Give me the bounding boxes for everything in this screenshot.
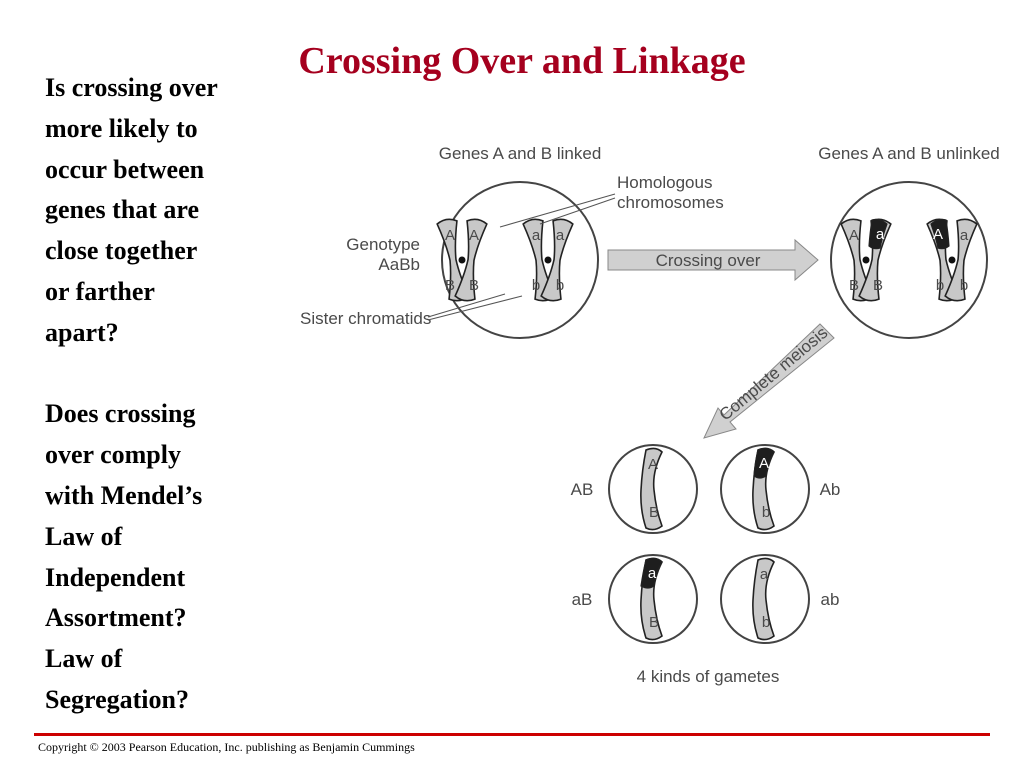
copyright-footer: Copyright © 2003 Pearson Education, Inc.…	[38, 740, 415, 754]
homologous-pointer-left	[499, 193, 616, 228]
allele-a: a	[532, 227, 541, 244]
sister-pointer-2	[427, 295, 523, 321]
gamete-allele-bottom: b	[762, 614, 770, 631]
allele-B: B	[873, 277, 883, 294]
allele-A: A	[849, 227, 859, 244]
crossing-over-diagram: Genes A and B linked A A B B a a b b Hom…	[300, 144, 1000, 686]
chromosome-pair-right: A a B B A a b b	[839, 217, 979, 303]
gamete-genotype-label: ab	[821, 590, 840, 609]
allele-a: a	[556, 227, 565, 244]
allele-A-crossed: A	[933, 226, 943, 243]
allele-A: A	[445, 227, 455, 244]
homologous-label: Homologous	[617, 173, 712, 192]
unlinked-label: Genes A and B unlinked	[818, 144, 999, 163]
gamete-allele-top: A	[759, 455, 769, 472]
chromosome-pair-left: A A B B a a b b	[435, 217, 575, 303]
complete-meiosis-arrow: Complete meiosis	[703, 323, 835, 439]
gamete-allele-top: A	[648, 456, 658, 473]
genotype-value: AaBb	[378, 255, 420, 274]
allele-b: b	[960, 277, 968, 294]
allele-b: b	[936, 277, 944, 294]
genotype-label: Genotype	[346, 235, 420, 254]
allele-b: b	[556, 277, 564, 294]
chromosome-ab-1: a a b b	[521, 217, 575, 303]
allele-a: a	[960, 227, 969, 244]
paragraph-gap	[45, 354, 285, 395]
gamete-aB: a B aB	[572, 554, 698, 644]
chromosome-AB-1: A A B B	[435, 217, 489, 303]
allele-b: b	[532, 277, 540, 294]
gamete-Ab: A b Ab	[720, 444, 841, 534]
crossing-over-arrow: Crossing over	[607, 238, 819, 282]
footer-divider	[34, 733, 990, 736]
crossing-over-label: Crossing over	[656, 251, 761, 270]
allele-B: B	[469, 277, 479, 294]
gamete-genotype-label: Ab	[820, 480, 841, 499]
allele-B: B	[849, 277, 859, 294]
homologous-label-line2: chromosomes	[617, 193, 724, 212]
chromosome-recombined-1: A a B B	[839, 217, 893, 303]
slide-title: Crossing Over and Linkage	[298, 40, 746, 82]
linked-label: Genes A and B linked	[439, 144, 602, 163]
allele-B: B	[445, 277, 455, 294]
complete-meiosis-label: Complete meiosis	[716, 323, 832, 424]
gamete-allele-bottom: b	[762, 504, 770, 521]
gamete-genotype-label: AB	[571, 480, 594, 499]
gametes-caption: 4 kinds of gametes	[637, 667, 780, 686]
question-block: Is crossing over more likely to occur be…	[45, 68, 285, 721]
question-mendel-laws: Does crossing over comply with Mendel’s …	[45, 399, 203, 714]
question-linkage-distance: Is crossing over more likely to occur be…	[45, 73, 218, 347]
chromosome-recombined-2: A a b b	[925, 217, 979, 303]
gamete-allele-bottom: B	[649, 614, 659, 631]
gamete-allele-bottom: B	[649, 504, 659, 521]
sister-chromatids-label: Sister chromatids	[300, 309, 431, 328]
gamete-allele-top: a	[760, 566, 769, 583]
allele-a-crossed: a	[876, 226, 885, 243]
sister-pointer-1	[427, 293, 506, 318]
homologous-pointer-right	[539, 197, 616, 225]
allele-A: A	[469, 227, 479, 244]
gamete-AB: A B AB	[571, 444, 698, 534]
gamete-allele-top: a	[648, 565, 657, 582]
gamete-genotype-label: aB	[572, 590, 593, 609]
gamete-ab: a b ab	[720, 554, 840, 644]
